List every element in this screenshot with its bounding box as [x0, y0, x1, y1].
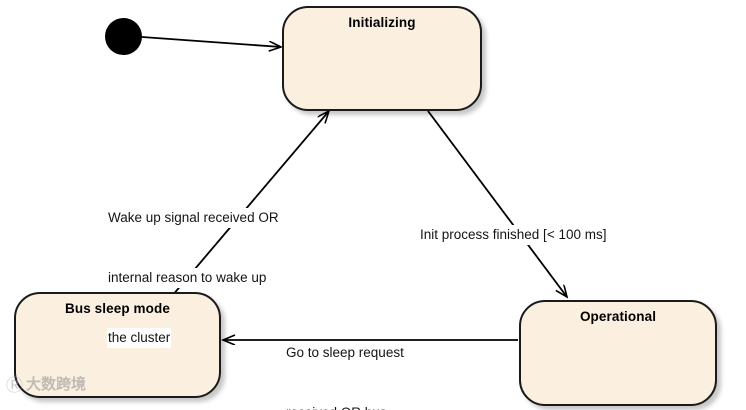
transition-label-line: Go to sleep request	[285, 343, 405, 363]
state-label-operational: Operational	[579, 309, 657, 324]
transition-label-init-finished: Init process finished [< 100 ms]	[419, 185, 608, 285]
state-node-operational[interactable]: Operational	[519, 300, 717, 406]
state-label-initializing: Initializing	[348, 15, 416, 30]
transition-label-line: received OR bus	[285, 403, 388, 410]
transition-label-line: internal reason to wake up	[107, 268, 268, 288]
transition-label-line: Init process finished [< 100 ms]	[419, 225, 608, 245]
transition-label-line: the cluster	[107, 328, 172, 348]
transition-label-line: Wake up signal received OR	[107, 208, 280, 228]
initial-pseudostate-node[interactable]	[105, 18, 142, 55]
state-node-initializing[interactable]: Initializing	[282, 6, 482, 111]
transition-label-go-to-sleep: Go to sleep request received OR bus inac…	[285, 303, 408, 410]
edge-start-to-initializing	[141, 36, 281, 47]
transition-label-wake-up: Wake up signal received OR internal reas…	[107, 168, 280, 388]
state-label-bus-sleep-mode: Bus sleep mode	[65, 301, 170, 316]
